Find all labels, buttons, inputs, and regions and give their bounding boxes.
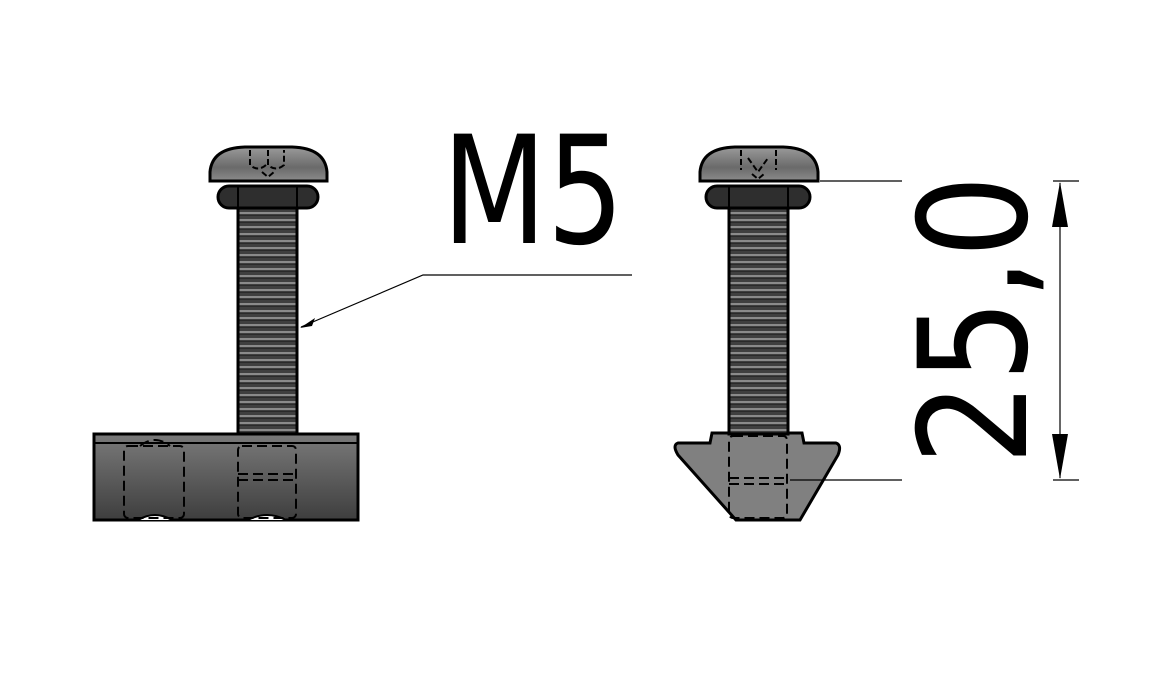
bolt-head-front: [208, 145, 329, 183]
length-dimension-line: [1052, 182, 1068, 479]
length-dimension-label: 25,0: [888, 175, 1062, 465]
washer-side: [704, 184, 812, 210]
arrow-down-icon: [1052, 434, 1068, 479]
bolt-head-side: [698, 145, 820, 183]
side-view: 25,0: [673, 145, 1079, 522]
dimension-extension-lines: [790, 180, 1079, 481]
thread-size-label: M5: [442, 105, 624, 279]
washer-front: [216, 184, 320, 210]
bolt-thread-front: [236, 204, 299, 436]
t-nut-side: [673, 431, 842, 522]
arrow-up-icon: [1052, 182, 1068, 227]
bolt-thread-side: [727, 204, 790, 436]
leader-arrow-icon: [300, 318, 315, 328]
front-view: M5: [92, 105, 632, 522]
thread-callout: [300, 274, 632, 328]
t-nut-front: [92, 432, 360, 522]
